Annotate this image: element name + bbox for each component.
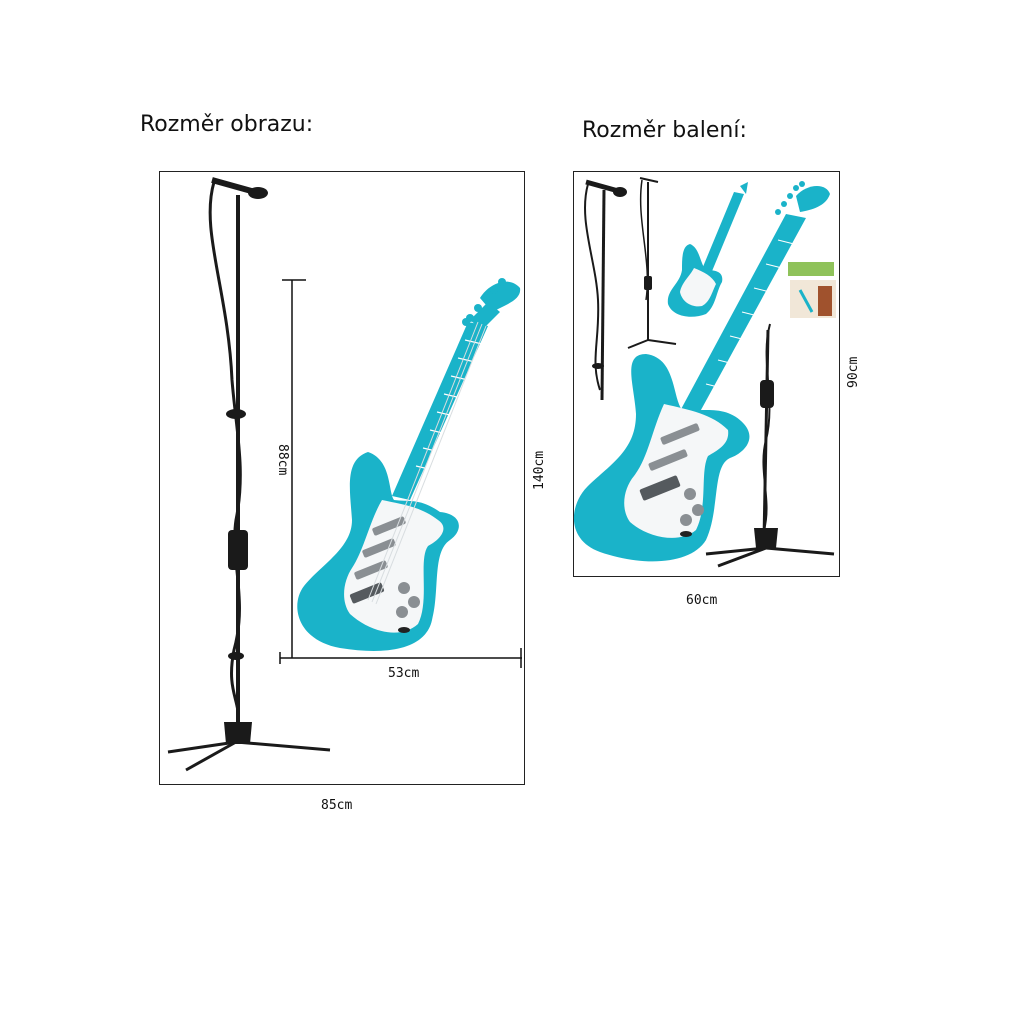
frame-height-label: 140cm [532, 450, 547, 490]
package-width-label: 60cm [686, 593, 718, 608]
package-mic-stand-right [705, 323, 835, 568]
package-guitar-big [573, 181, 830, 562]
frame-width-label: 85cm [321, 798, 353, 813]
package-guitar-small [667, 182, 748, 317]
package-height-label: 90cm [846, 356, 861, 388]
guitar-height-label: 88cm [275, 444, 290, 476]
package-size-heading: Rozměr balení: [582, 118, 747, 143]
package-small-photo [788, 262, 836, 318]
guitar-left [297, 278, 521, 651]
package-mic-stand-small [627, 177, 677, 349]
guitar-width-label: 53cm [388, 666, 420, 681]
package-mic-stand-big [584, 179, 627, 401]
dimension-lines-left [279, 279, 522, 668]
image-size-heading: Rozměr obrazu: [140, 112, 314, 137]
image-frame [159, 171, 525, 785]
microphone-stand-left [167, 177, 331, 772]
